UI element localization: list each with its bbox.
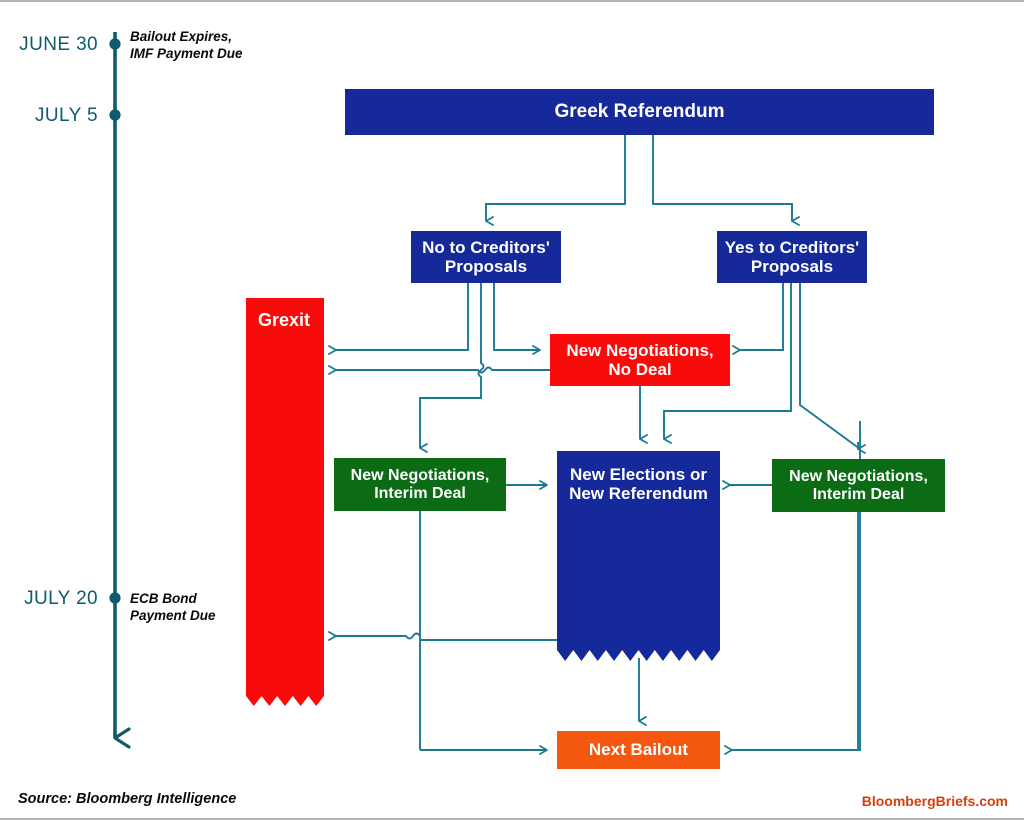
edge-no-to-grexit bbox=[328, 283, 469, 355]
timeline-axis bbox=[109, 32, 131, 749]
node-grexit[interactable]: Grexit bbox=[258, 309, 311, 330]
edge-no-deal-to-grexit bbox=[328, 365, 550, 375]
timeline-note-june30: Bailout Expires, IMF Payment Due bbox=[130, 29, 243, 62]
timeline-label-june30: JUNE 30 bbox=[19, 34, 98, 55]
grexit-shape bbox=[246, 298, 324, 706]
timeline-label-july20: JULY 20 bbox=[24, 588, 98, 609]
timeline-dot-july20 bbox=[109, 592, 121, 604]
edge-yes-to-interim-right bbox=[799, 283, 861, 450]
edge-yes-to-no-deal bbox=[732, 283, 784, 355]
node-greek-referendum[interactable]: Greek Referendum bbox=[345, 89, 934, 135]
edge-referendum-to-no bbox=[485, 135, 626, 226]
edge-no-to-no-deal bbox=[493, 283, 541, 355]
node-new-negotiations-no-deal[interactable]: New Negotiations, No Deal bbox=[550, 334, 730, 386]
source-note: Source: Bloomberg Intelligence bbox=[18, 791, 237, 807]
edge-interim-left-to-grexit bbox=[328, 631, 421, 641]
new-elections-shape bbox=[557, 451, 720, 661]
node-interim-deal-right[interactable]: New Negotiations, Interim Deal bbox=[772, 459, 945, 512]
brand-note[interactable]: BloombergBriefs.com bbox=[861, 793, 1008, 809]
edge-no-to-interim-left bbox=[419, 283, 485, 453]
edge-yes-to-next-bailout bbox=[724, 421, 861, 755]
timeline-dot-july5 bbox=[109, 109, 121, 121]
node-next-bailout[interactable]: Next Bailout bbox=[557, 731, 720, 769]
node-new-elections[interactable]: New Elections or New Referendum bbox=[569, 464, 708, 503]
edge-referendum-to-yes bbox=[652, 135, 800, 226]
timeline-label-july5: JULY 5 bbox=[35, 105, 98, 126]
node-interim-deal-left[interactable]: New Negotiations, Interim Deal bbox=[334, 458, 506, 511]
timeline-dot-june30 bbox=[109, 38, 121, 50]
node-no-to-creditors[interactable]: No to Creditors' Proposals bbox=[411, 231, 561, 283]
timeline-note-july20: ECB Bond Payment Due bbox=[130, 591, 216, 624]
node-yes-to-creditors[interactable]: Yes to Creditors' Proposals bbox=[717, 231, 867, 283]
edge-yes-to-new-elections bbox=[663, 283, 792, 444]
